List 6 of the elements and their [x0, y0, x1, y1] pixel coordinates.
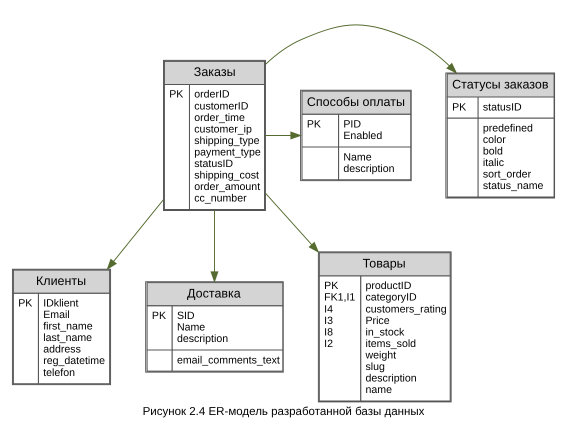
arrow	[210, 210, 219, 282]
arrow	[265, 130, 302, 139]
caption: Рисунок 2.4 ER-модель разработанной базы данных	[142, 406, 424, 418]
arrow	[265, 24, 458, 74]
arrow	[265, 192, 320, 252]
arrow	[106, 198, 164, 270]
